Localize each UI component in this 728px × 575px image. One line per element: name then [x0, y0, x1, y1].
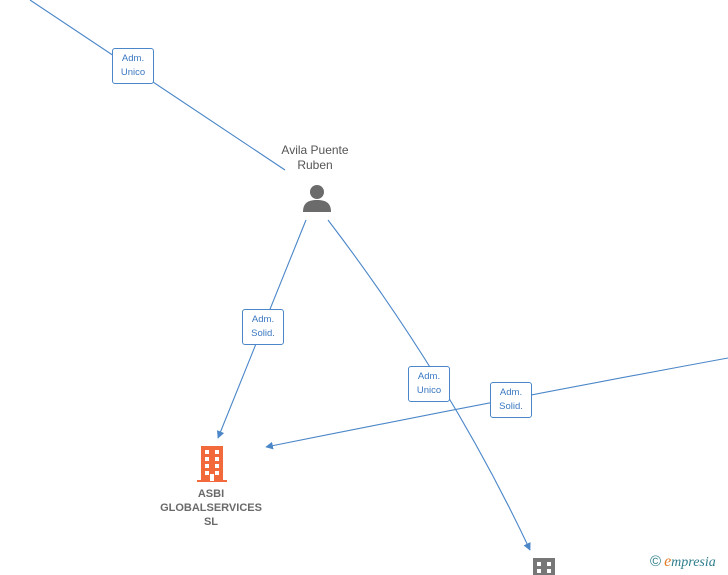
- edge-label-line2: Unico: [416, 385, 442, 396]
- company-name-line1: ASBI: [197, 488, 225, 500]
- edge-label-line1: Adm.: [499, 387, 523, 398]
- edge-label-line1: Adm.: [251, 314, 275, 325]
- company-name-line3: SL: [203, 516, 219, 528]
- person-name-line1: Avila Puente: [281, 143, 349, 157]
- company-node-name[interactable]: ASBI GLOBALSERVICES SL: [140, 487, 282, 529]
- brand-name: empresia: [664, 553, 716, 570]
- edge-label-3[interactable]: Adm. Unico: [408, 366, 450, 402]
- edge-label-line1: Adm.: [417, 371, 441, 382]
- edge-label-line2: Solid.: [499, 401, 523, 412]
- brand-rest: mpresia: [671, 555, 716, 570]
- edge-label-4[interactable]: Adm. Solid.: [490, 382, 532, 418]
- edge-label-line2: Unico: [120, 67, 146, 78]
- copyright-icon: ©: [650, 553, 662, 570]
- brand-initial: e: [664, 553, 672, 570]
- edge-label-2[interactable]: Adm. Solid.: [242, 309, 284, 345]
- building-icon-partial[interactable]: [531, 558, 557, 575]
- edge-line-1: [29, 0, 286, 171]
- edge-label-1[interactable]: Adm. Unico: [112, 48, 154, 84]
- person-icon[interactable]: [302, 183, 332, 213]
- company-name-line2: GLOBALSERVICES: [160, 502, 262, 514]
- person-name-line2: Ruben: [297, 158, 333, 172]
- edge-label-line2: Solid.: [251, 328, 275, 339]
- building-icon[interactable]: [196, 446, 228, 482]
- edge-label-line1: Adm.: [121, 53, 145, 64]
- brand-watermark: ©empresia: [650, 553, 716, 571]
- person-node-name[interactable]: Avila Puente Ruben: [255, 143, 375, 173]
